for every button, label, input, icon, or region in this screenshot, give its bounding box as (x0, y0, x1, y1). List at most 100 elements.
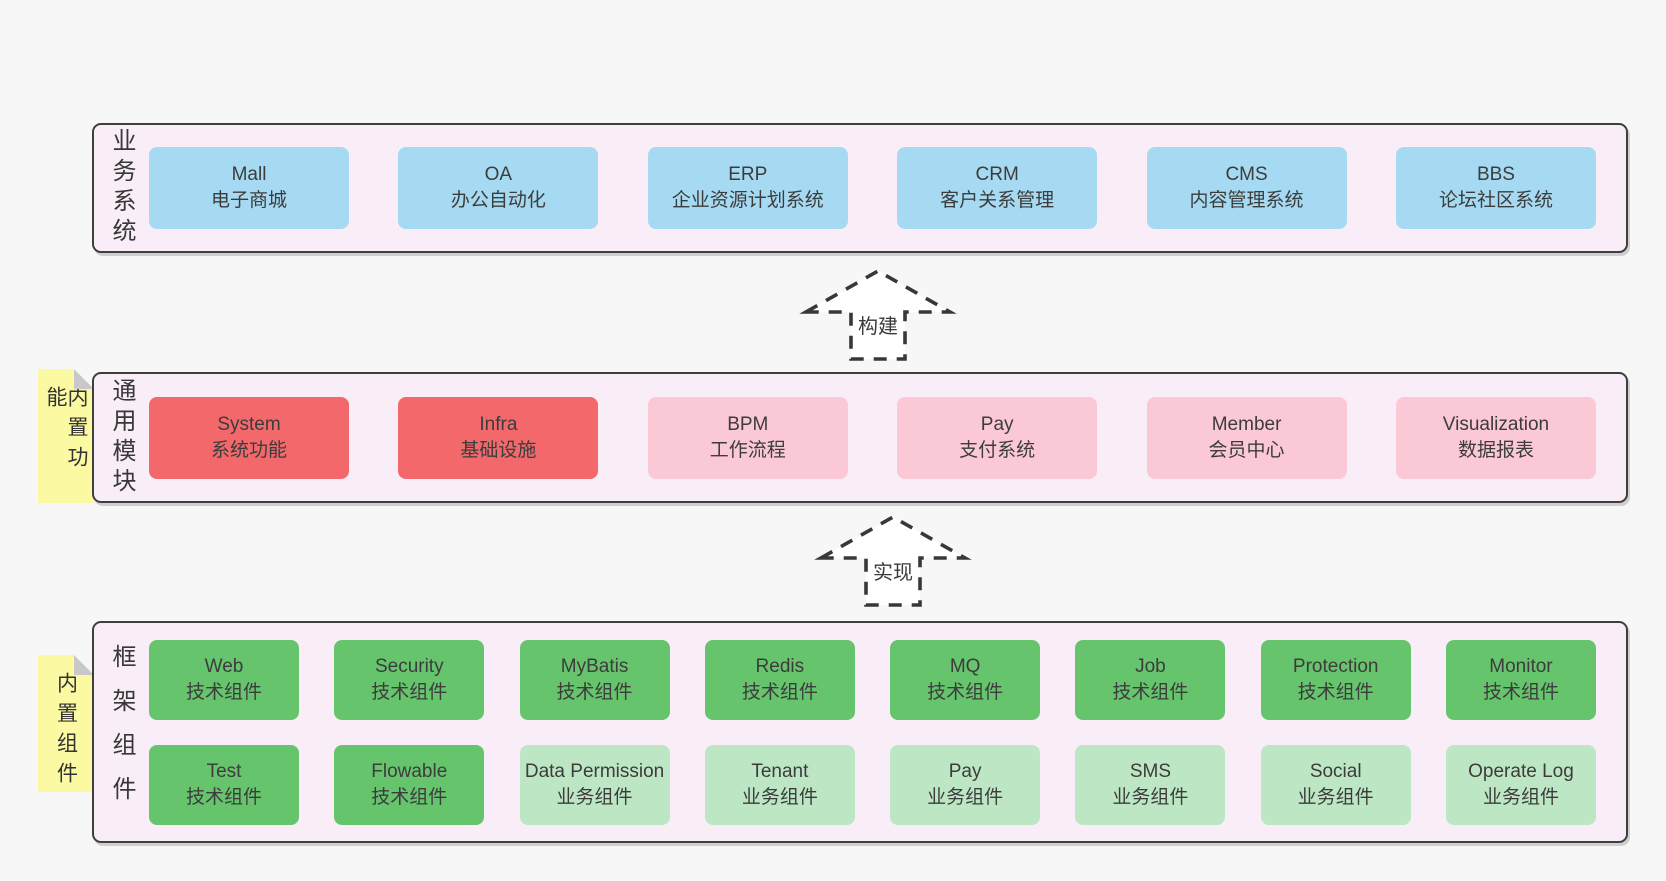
module-name: MQ (949, 655, 981, 677)
module-subtitle: 支付系统 (959, 439, 1036, 461)
module-subtitle: 技术组件 (185, 681, 262, 703)
module-subtitle: 业务组件 (1112, 786, 1189, 808)
module-subtitle: 业务组件 (927, 786, 1004, 808)
layer-label-business-systems: 业务系统 (108, 128, 135, 248)
sticky-note-built-in-components: 内置组件 (38, 655, 94, 792)
module-name: MyBatis (560, 655, 629, 677)
module-box-monitor: Monitor 技术组件 (1445, 639, 1596, 720)
module-name: BPM (727, 413, 769, 435)
module-box-member: Member 会员中心 (1146, 396, 1347, 479)
module-name: Test (206, 760, 242, 782)
module-box-operate-log: Operate Log 业务组件 (1445, 744, 1596, 825)
module-name: ERP (728, 164, 768, 185)
module-box-security: Security 技术组件 (334, 639, 485, 720)
module-subtitle: 客户关系管理 (940, 190, 1055, 211)
up-arrow-icon (799, 268, 957, 361)
module-name: Web (204, 655, 244, 677)
framework-components-row-1: Web 技术组件 Security 技术组件 MyBatis 技术组件 Redi… (149, 639, 1596, 720)
module-subtitle: 技术组件 (741, 681, 818, 703)
common-modules-row: System 系统功能 Infra 基础设施 BPM 工作流程 Pay 支付系统… (149, 396, 1596, 479)
module-name: Pay (948, 760, 982, 782)
module-box-job: Job 技术组件 (1075, 639, 1226, 720)
module-subtitle: 技术组件 (556, 681, 633, 703)
module-subtitle: 论坛社区系统 (1438, 190, 1553, 211)
module-subtitle: 系统功能 (210, 439, 287, 461)
layer-business-systems: 业务系统 Mall 电子商城 OA 办公自动化 ERP 企业资源计划系统 CRM… (92, 123, 1628, 253)
sticky-note-built-in-features: 内置功能 (38, 369, 94, 503)
module-subtitle: 技术组件 (1112, 681, 1189, 703)
module-box-test: Test 技术组件 (149, 744, 299, 825)
module-box-oa: OA 办公自动化 (398, 147, 599, 229)
module-box-erp: ERP 企业资源计划系统 (647, 147, 848, 229)
arrow-label: 实现 (873, 562, 913, 584)
module-box-pay: Pay 支付系统 (897, 396, 1098, 479)
module-name: BBS (1476, 164, 1515, 185)
module-name: Mall (231, 164, 267, 185)
module-name: Infra (479, 413, 518, 435)
module-subtitle: 技术组件 (371, 786, 448, 808)
module-name: CMS (1225, 164, 1268, 185)
module-subtitle: 技术组件 (371, 681, 448, 703)
up-arrow-icon (814, 514, 972, 607)
sticky-note-label: 内置功能 (44, 386, 88, 476)
module-name: Pay (980, 413, 1014, 435)
module-box-protection: Protection 技术组件 (1260, 639, 1411, 720)
module-subtitle: 内容管理系统 (1189, 190, 1304, 211)
module-box-pay: Pay 业务组件 (890, 744, 1041, 825)
module-subtitle: 业务组件 (1482, 786, 1559, 808)
module-subtitle: 技术组件 (1482, 681, 1559, 703)
module-name: Data Permission (524, 760, 665, 782)
module-box-crm: CRM 客户关系管理 (897, 147, 1098, 229)
module-name: System (217, 413, 281, 435)
module-name: Operate Log (1468, 760, 1574, 782)
layer-framework-components: 框架组件 Web 技术组件 Security 技术组件 MyBatis 技术组件… (92, 621, 1628, 843)
framework-components-row-2: Test 技术组件 Flowable 技术组件 Data Permission … (149, 744, 1596, 825)
module-subtitle: 业务组件 (1297, 786, 1374, 808)
module-box-mall: Mall 电子商城 (149, 147, 349, 229)
arrow-build: 构建 (798, 266, 958, 364)
module-subtitle: 电子商城 (210, 190, 287, 211)
module-box-bbs: BBS 论坛社区系统 (1395, 147, 1596, 229)
module-subtitle: 工作流程 (709, 439, 786, 461)
module-box-visualization: Visualization 数据报表 (1395, 396, 1596, 479)
module-name: Protection (1292, 655, 1379, 677)
module-name: Flowable (371, 760, 448, 782)
module-subtitle: 技术组件 (927, 681, 1004, 703)
module-subtitle: 企业资源计划系统 (671, 190, 824, 211)
module-box-web: Web 技术组件 (149, 639, 299, 720)
module-box-social: Social 业务组件 (1260, 744, 1411, 825)
module-name: Member (1211, 413, 1282, 435)
folded-corner-icon (74, 655, 94, 675)
module-subtitle: 技术组件 (185, 786, 262, 808)
module-box-redis: Redis 技术组件 (704, 639, 855, 720)
business-systems-row: Mall 电子商城 OA 办公自动化 ERP 企业资源计划系统 CRM 客户关系… (149, 147, 1596, 229)
sticky-note-label: 内置组件 (54, 672, 78, 792)
module-box-infra: Infra 基础设施 (398, 396, 599, 479)
module-name: Redis (755, 655, 805, 677)
module-box-system: System 系统功能 (149, 396, 349, 479)
module-name: Security (374, 655, 444, 677)
module-name: Monitor (1489, 655, 1553, 677)
module-box-flowable: Flowable 技术组件 (334, 744, 485, 825)
module-name: CRM (975, 164, 1019, 185)
module-box-data-permission: Data Permission 业务组件 (519, 744, 670, 825)
module-box-sms: SMS 业务组件 (1075, 744, 1226, 825)
folded-corner-icon (74, 369, 94, 389)
layer-label-common-modules: 通用模块 (108, 377, 135, 498)
module-box-tenant: Tenant 业务组件 (704, 744, 855, 825)
layer-label-framework-components: 框架组件 (108, 644, 135, 820)
layer-common-modules: 通用模块 System 系统功能 Infra 基础设施 BPM 工作流程 Pay… (92, 372, 1628, 503)
module-name: Job (1135, 655, 1166, 677)
module-name: OA (484, 164, 513, 185)
module-subtitle: 业务组件 (741, 786, 818, 808)
module-subtitle: 基础设施 (460, 439, 537, 461)
module-name: Tenant (751, 760, 809, 782)
module-subtitle: 业务组件 (556, 786, 633, 808)
module-subtitle: 数据报表 (1457, 439, 1534, 461)
module-subtitle: 技术组件 (1297, 681, 1374, 703)
module-box-bpm: BPM 工作流程 (647, 396, 848, 479)
module-name: SMS (1129, 760, 1171, 782)
arrow-implement: 实现 (813, 512, 973, 610)
module-box-mybatis: MyBatis 技术组件 (519, 639, 670, 720)
